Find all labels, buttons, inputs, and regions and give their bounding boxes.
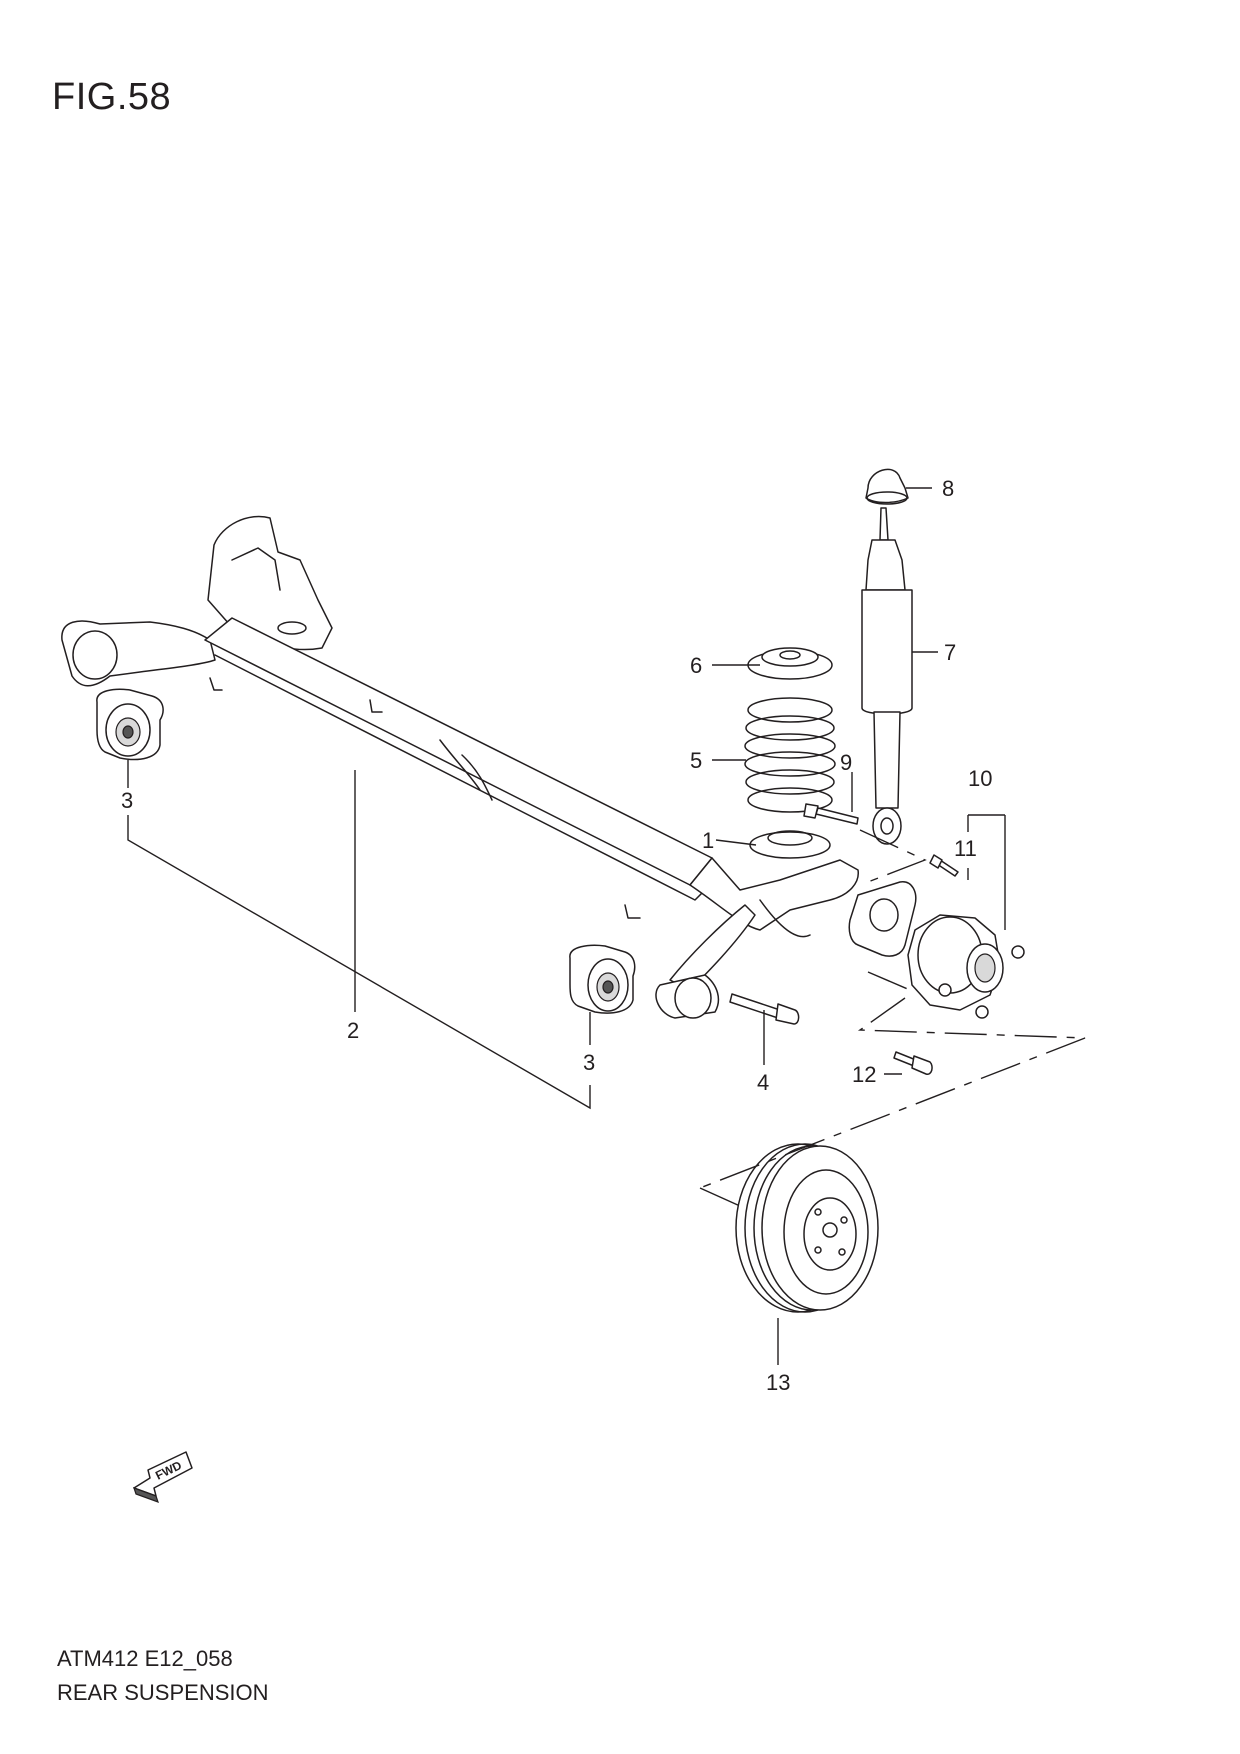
callout-1: 1 xyxy=(702,828,714,853)
callout-12: 12 xyxy=(852,1062,876,1087)
bushing-right xyxy=(569,944,636,1014)
bolt-11 xyxy=(929,854,959,877)
leader-lines xyxy=(127,487,1006,1365)
figure-title: FIG.58 xyxy=(52,76,172,118)
callout-2: 2 xyxy=(347,1018,359,1043)
callout-3-left: 3 xyxy=(121,788,133,813)
figure-name: REAR SUSPENSION xyxy=(57,1680,269,1705)
spring-upper-seat xyxy=(747,647,833,680)
bolt-9 xyxy=(803,803,859,825)
spring-lower-seat xyxy=(749,830,831,859)
callout-10: 10 xyxy=(968,766,992,791)
forward-arrow-icon: FWD xyxy=(133,1451,193,1503)
coil-spring xyxy=(744,697,836,813)
callout-3-right: 3 xyxy=(583,1050,595,1075)
callout-9: 9 xyxy=(840,750,852,775)
figure-code: ATM412 E12_058 xyxy=(57,1646,233,1671)
wheel-hub xyxy=(907,914,1025,1019)
callout-4: 4 xyxy=(757,1070,769,1095)
shock-absorber xyxy=(861,507,913,845)
bolt-12 xyxy=(893,1051,933,1075)
bump-stopper xyxy=(865,468,909,505)
assembly-lines xyxy=(699,829,1086,1207)
callout-5: 5 xyxy=(690,748,702,773)
callout-6: 6 xyxy=(690,653,702,678)
brake-drum xyxy=(735,1143,879,1313)
rear-axle-beam xyxy=(61,515,917,1019)
callout-11: 11 xyxy=(954,836,977,861)
callout-13: 13 xyxy=(766,1370,790,1395)
callout-8: 8 xyxy=(942,476,954,501)
callout-7: 7 xyxy=(944,640,956,665)
bolt-4 xyxy=(729,993,800,1025)
bushing-left xyxy=(96,688,164,761)
callout-numbers: 8 7 6 5 9 10 1 11 3 2 3 4 12 13 xyxy=(121,476,992,1395)
